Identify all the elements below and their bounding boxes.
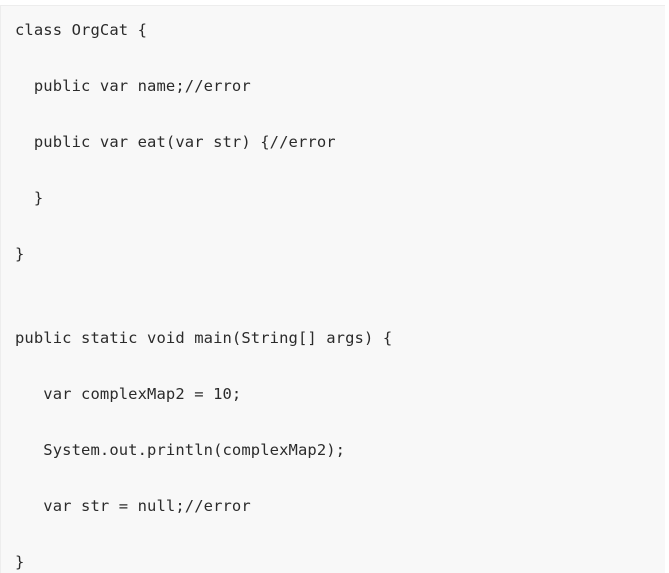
code-line-1: class OrgCat { [15, 21, 148, 39]
code-line-2: public var name;//error [15, 77, 251, 95]
code-line-4: } [15, 189, 44, 207]
code-line-5: } [15, 245, 25, 263]
code-line-10: } [15, 553, 25, 571]
code-block: class OrgCat { public var name;//error p… [0, 5, 665, 573]
code-line-3: public var eat(var str) {//error [15, 133, 336, 151]
code-line-8: System.out.println(complexMap2); [15, 441, 346, 459]
code-line-6: public static void main(String[] args) { [15, 329, 393, 347]
code-line-7: var complexMap2 = 10; [15, 385, 242, 403]
code-line-9: var str = null;//error [15, 497, 251, 515]
